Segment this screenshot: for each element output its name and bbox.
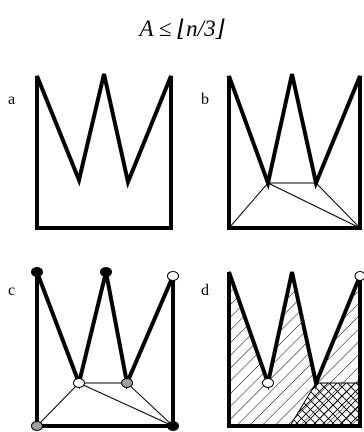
panel-b-triangulation bbox=[227, 73, 362, 230]
vertex-white-dot bbox=[73, 378, 85, 388]
panel-d-guard-regions bbox=[227, 271, 364, 428]
panel-b-label: b bbox=[201, 91, 209, 108]
guard-vertex-dot bbox=[354, 271, 364, 281]
vertex-black-dot bbox=[31, 267, 43, 277]
vertex-black-dot bbox=[167, 421, 179, 431]
vertex-black-dot bbox=[100, 267, 112, 277]
panel-a-label: a bbox=[8, 91, 15, 108]
guard-vertex-dot bbox=[262, 378, 274, 388]
vertex-gray-dot bbox=[31, 421, 43, 431]
panel-d-label: d bbox=[201, 282, 209, 299]
panel-c-coloring bbox=[31, 267, 179, 431]
vertex-gray-dot bbox=[121, 378, 133, 388]
panel-c-label: c bbox=[8, 282, 15, 299]
formula-title: A ≤ ⌊n/3⌋ bbox=[137, 16, 224, 41]
vertex-white-dot bbox=[167, 271, 179, 281]
panel-a-polygon bbox=[35, 73, 173, 230]
